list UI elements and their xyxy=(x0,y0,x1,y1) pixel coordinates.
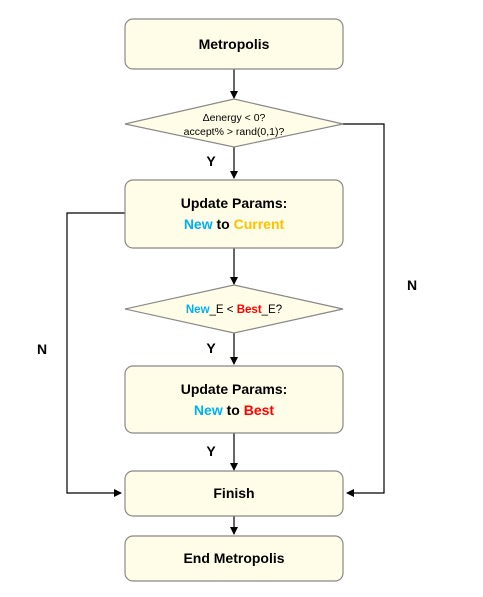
decision-energy-line2: accept% > rand(0,1)? xyxy=(184,126,285,138)
connectors xyxy=(66,69,385,535)
node-decision-best: New_E < Best_E? xyxy=(124,284,344,334)
update1-new: New xyxy=(184,216,213,232)
update2-to: to xyxy=(223,402,244,418)
decision2-end: _E? xyxy=(261,304,282,316)
node-metropolis-label: Metropolis xyxy=(199,36,270,52)
decision2-best: Best xyxy=(237,304,262,316)
label-yes-decision1: Y xyxy=(206,153,216,169)
label-yes-update2: Y xyxy=(206,443,216,459)
node-finish-label: Finish xyxy=(213,485,254,501)
edge-decision1-no xyxy=(343,123,385,497)
update2-best: Best xyxy=(244,402,275,418)
update1-title: Update Params: xyxy=(181,195,288,211)
node-metropolis: Metropolis xyxy=(124,18,344,70)
decision-energy-line1: Δenergy < 0? xyxy=(203,112,266,124)
label-yes-decision2: Y xyxy=(206,340,216,356)
update2-new: New xyxy=(194,402,223,418)
node-update-new-to-best: Update Params: New to Best xyxy=(124,365,344,434)
edge-update1-no xyxy=(66,212,125,497)
label-no-right: N xyxy=(407,277,417,293)
decision2-new: New xyxy=(186,304,210,316)
node-end-metropolis: End Metropolis xyxy=(124,535,344,582)
label-no-left: N xyxy=(37,341,47,357)
update1-current: Current xyxy=(234,216,285,232)
update1-detail: New to Current xyxy=(184,216,285,232)
decision2-mid: _E < xyxy=(209,304,237,316)
update1-to: to xyxy=(213,216,234,232)
decision-best-label: New_E < Best_E? xyxy=(186,304,282,316)
update2-detail: New to Best xyxy=(194,402,274,418)
update2-title: Update Params: xyxy=(181,381,288,397)
node-update-new-to-current: Update Params: New to Current xyxy=(124,179,344,249)
node-decision-energy: Δenergy < 0? accept% > rand(0,1)? xyxy=(124,98,344,148)
node-finish: Finish xyxy=(124,470,344,517)
node-end-label: End Metropolis xyxy=(183,550,284,566)
